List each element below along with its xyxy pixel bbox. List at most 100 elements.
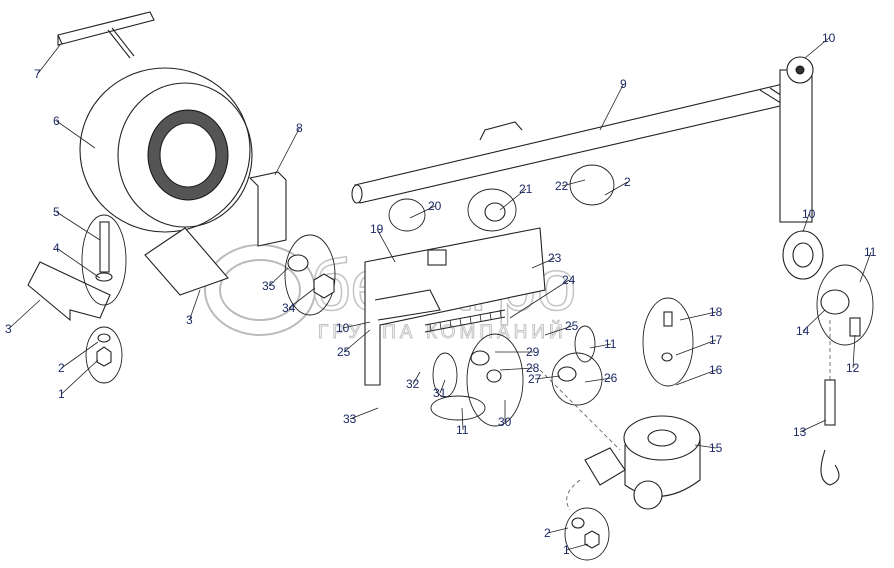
callout-label-19: 19 <box>370 222 384 236</box>
callout-label-1: 1 <box>563 543 570 557</box>
callout-label-21: 21 <box>519 182 533 196</box>
leader-line <box>274 127 300 176</box>
callout-label-2: 2 <box>58 361 65 375</box>
callout-label-16: 16 <box>709 363 723 377</box>
callout-label-22: 22 <box>555 179 569 193</box>
callout-label-10: 10 <box>802 207 816 221</box>
mount-bracket <box>248 171 287 247</box>
leader-line <box>566 543 589 551</box>
leader-line <box>56 247 101 279</box>
callout-label-18: 18 <box>709 305 723 319</box>
spring <box>424 309 506 333</box>
leader-line <box>268 267 289 287</box>
callout-label-26: 26 <box>604 371 618 385</box>
callout-label-11: 11 <box>864 245 877 259</box>
watermark-tagline: ГРУППА КОМПАНИЙ <box>318 321 567 343</box>
callout-label-33: 33 <box>343 412 357 426</box>
callout-label-30: 30 <box>498 415 512 429</box>
leader-line <box>561 179 586 187</box>
leader-line <box>288 287 316 309</box>
channel-bracket <box>57 11 155 59</box>
leader-line <box>534 375 561 380</box>
callout-label-1: 1 <box>58 387 65 401</box>
leader-line <box>694 444 717 449</box>
callout-label-25: 25 <box>565 319 579 333</box>
leader-line <box>349 407 379 420</box>
callout-label-17: 17 <box>709 333 723 347</box>
callout-label-3: 3 <box>5 322 12 336</box>
pulley <box>782 230 824 280</box>
leader-line <box>547 527 569 534</box>
callout-label-32: 32 <box>406 377 420 391</box>
leader-line <box>376 228 396 263</box>
leader-line <box>802 213 810 233</box>
callout-label-15: 15 <box>709 441 723 455</box>
leader-line <box>852 334 856 369</box>
leader-line <box>604 181 628 196</box>
winch-frame <box>364 227 546 386</box>
leader-line <box>584 377 612 383</box>
callout-label-2: 2 <box>624 175 631 189</box>
leader-line <box>8 299 41 330</box>
leader-line <box>409 205 436 219</box>
bolt <box>99 221 110 273</box>
leader-line <box>56 211 101 241</box>
callout-label-31: 31 <box>433 386 447 400</box>
callout-label-11: 11 <box>604 337 617 351</box>
leader-line <box>499 367 534 371</box>
callout-label-12: 12 <box>846 361 860 375</box>
callout-label-24: 24 <box>562 273 576 287</box>
leader-line <box>499 188 527 211</box>
callout-label-9: 9 <box>620 77 627 91</box>
callout-label-20: 20 <box>428 199 442 213</box>
leader-line <box>802 309 826 332</box>
callout-label-5: 5 <box>53 205 60 219</box>
leader-line <box>589 343 612 349</box>
leader-line <box>439 379 446 394</box>
nut-group-oval <box>85 326 123 384</box>
leader-line <box>342 321 371 329</box>
leader-line <box>461 407 464 431</box>
leader-line <box>343 329 371 353</box>
leader-line <box>189 289 201 321</box>
leader-line <box>544 325 573 336</box>
callout-label-35: 35 <box>262 279 276 293</box>
callout-label-3: 3 <box>186 313 193 327</box>
washer <box>95 272 113 282</box>
hook <box>820 449 840 486</box>
winch-drum <box>584 415 701 510</box>
leader-line <box>675 339 717 356</box>
leader-line <box>509 279 570 319</box>
leader-line <box>804 37 830 59</box>
plate-middle <box>144 227 229 296</box>
leader-line <box>859 251 872 283</box>
callout-label-13: 13 <box>793 425 807 439</box>
callout-label-10: 10 <box>822 31 836 45</box>
callout-label-11: 11 <box>456 423 469 437</box>
callout-label-34: 34 <box>282 301 296 315</box>
callout-label-4: 4 <box>53 241 60 255</box>
callout-label-2: 2 <box>544 526 551 540</box>
callout-label-10: 10 <box>336 321 350 335</box>
callout-label-7: 7 <box>34 67 41 81</box>
leader-line <box>61 341 99 369</box>
callout-label-29: 29 <box>526 345 540 359</box>
leader-line <box>599 83 624 131</box>
leader-line <box>679 311 717 321</box>
callout-label-8: 8 <box>296 121 303 135</box>
callout-label-6: 6 <box>53 114 60 128</box>
callout-label-23: 23 <box>548 251 562 265</box>
hook-cylinder <box>824 379 836 426</box>
bolt-group-oval <box>81 214 127 306</box>
callout-label-14: 14 <box>796 324 810 338</box>
leader-line <box>675 369 717 386</box>
leader-line <box>61 359 99 395</box>
wheel <box>79 67 253 233</box>
leader-line <box>56 120 96 149</box>
leader-line <box>412 371 421 385</box>
callout-label-25: 25 <box>337 345 351 359</box>
boom-arm <box>351 56 814 223</box>
